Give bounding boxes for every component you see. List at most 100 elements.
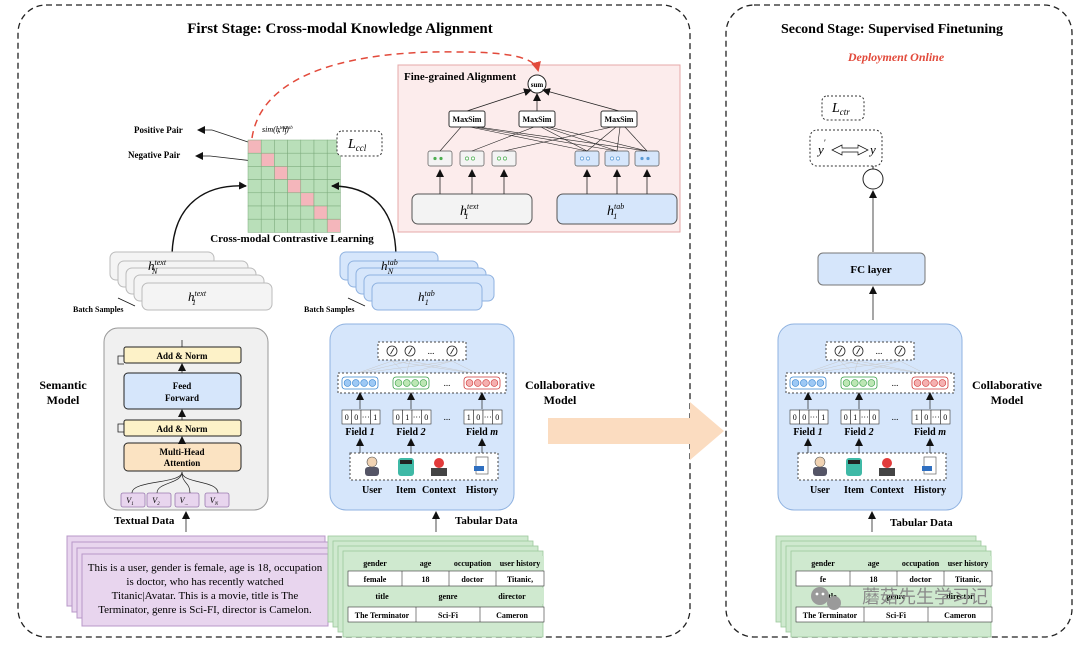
prediction-label: y: [816, 142, 824, 157]
negative-cell: [260, 192, 275, 207]
stage1-title: First Stage: Cross-modal Knowledge Align…: [187, 21, 493, 37]
positive-pair-label: Positive Pair: [134, 125, 183, 135]
negative-cell: [326, 192, 341, 207]
negative-cell: [287, 218, 302, 233]
ccl-loss-box: [336, 130, 383, 157]
negative-cell: [287, 192, 302, 207]
table-cell: 18: [870, 575, 878, 584]
negative-cell: [300, 179, 315, 194]
ground-truth-label: y: [868, 142, 876, 157]
onehot-bit: 0: [424, 413, 428, 422]
output-node: [862, 168, 884, 190]
negative-cell: [300, 152, 315, 167]
interaction-box: [377, 341, 467, 361]
sum-label: sum: [531, 81, 544, 89]
negative-cell: [287, 152, 302, 167]
user-icon: [366, 456, 378, 468]
positive-cell: [326, 218, 341, 233]
svg-text:Terminator, genre is Sci-FI: Terminator, genre is Sci-FI, director is…: [98, 604, 312, 616]
negative-cell: [247, 205, 262, 220]
wechat-watermark: 蘑菇先生学习记: [811, 587, 988, 610]
onehot-bit: ···: [810, 413, 818, 422]
text-token-cells: [427, 150, 517, 167]
icon-label: History: [466, 485, 498, 496]
icon-label: Context: [870, 485, 905, 496]
negative-cell: [274, 139, 288, 154]
table-header-cell: occupation: [902, 559, 940, 568]
onehot-bit: 1: [405, 413, 409, 422]
negative-cell: [274, 152, 288, 167]
feed-label-1: Feed: [173, 381, 192, 391]
token-label: V2: [152, 496, 160, 507]
contrastive-caption: Cross-modal Contrastive Learning: [210, 233, 374, 245]
svg-text:is doctor, who has recently wa: is doctor, who has recently watched: [126, 576, 284, 588]
table-cell: fe: [820, 575, 827, 584]
table-header-cell: director: [946, 592, 974, 601]
onehot-bit: ···: [413, 413, 421, 422]
onehot-bit: 1: [853, 413, 857, 422]
negative-pair-label: Negative Pair: [128, 150, 180, 160]
onehot-cell: [940, 409, 951, 425]
onehot-cell: [869, 409, 880, 425]
positive-cell: [260, 152, 275, 167]
positive-cell: [313, 205, 328, 220]
interaction-ellipsis: ...: [876, 346, 883, 356]
context-icon: [431, 468, 447, 476]
negative-cell: [260, 218, 275, 233]
field-embedding: [341, 376, 379, 390]
user-body-icon: [813, 467, 827, 476]
maxsim-label-1: MaxSim: [453, 115, 482, 124]
table-header-cell: user history: [948, 559, 989, 568]
onehot-bit: 1: [821, 413, 825, 422]
onehot-bit: 0: [354, 413, 358, 422]
ctr-loss-box: [821, 95, 865, 121]
onehot-bit: 0: [345, 413, 349, 422]
icon-label: Context: [422, 485, 457, 496]
token-label: VN: [210, 496, 219, 507]
negative-cell: [313, 179, 328, 194]
onehot-bit: 0: [943, 413, 947, 422]
table-header-cell: gender: [363, 559, 387, 568]
user-icon: [814, 456, 826, 468]
maxsim-label-3: MaxSim: [605, 115, 634, 124]
negative-cell: [274, 205, 288, 220]
negative-cell: [326, 152, 341, 167]
stage2-frame: [725, 4, 1073, 638]
alignment-dashed-arrow: [251, 51, 541, 139]
field-label: Field 2: [396, 427, 425, 438]
onehot-bit: 1: [915, 413, 919, 422]
table-header-cell: age: [420, 559, 432, 568]
onehot-bit: 0: [844, 413, 848, 422]
interaction-ellipsis: ...: [428, 346, 435, 356]
negative-cell: [260, 139, 275, 154]
onehot-bit: 1: [373, 413, 377, 422]
onehot-bit: 0: [476, 413, 480, 422]
textual-data-label: Textual Data: [114, 515, 175, 527]
field-label: Field 1: [345, 427, 374, 438]
table-header-cell: gender: [811, 559, 835, 568]
token-label: V...: [180, 496, 189, 507]
embedding-ellipsis: ...: [892, 378, 899, 388]
token-box: [174, 492, 200, 508]
negative-cell: [313, 192, 328, 207]
textual-data-lines: This is a user, gender is female, age is…: [88, 562, 323, 616]
table-cell: doctor: [461, 575, 484, 584]
text-batch-label: Batch Samples: [73, 305, 123, 314]
onehot-bit: 0: [495, 413, 499, 422]
fc-layer-label: FC layer: [850, 264, 891, 276]
onehot-bit: ···: [861, 413, 869, 422]
table-cell: Cameron: [944, 611, 976, 620]
onehot-cell: [492, 409, 503, 425]
table-cell: The Terminator: [803, 611, 858, 620]
